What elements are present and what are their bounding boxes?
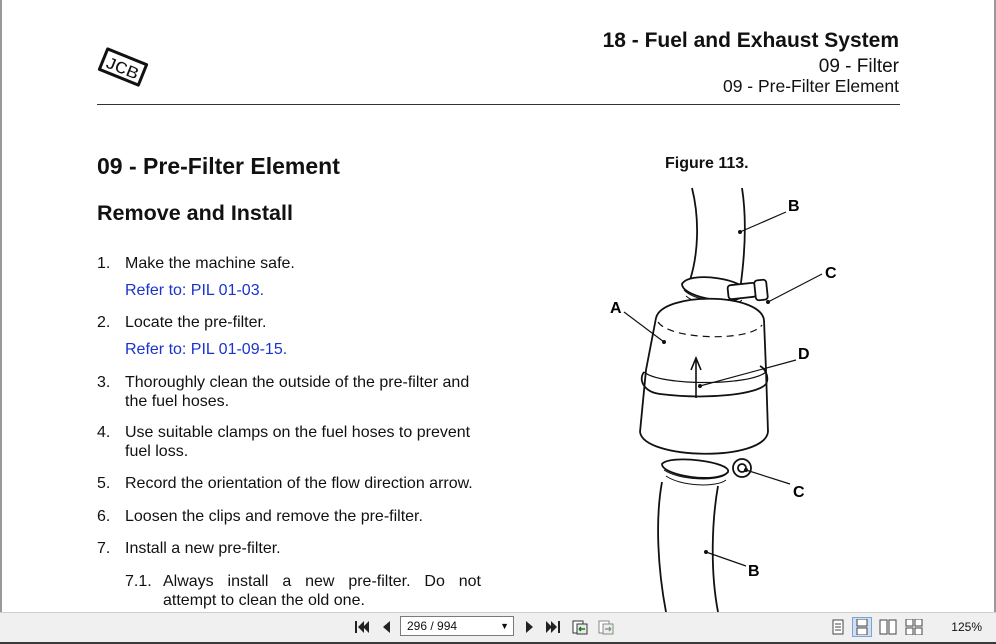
section-title: 09 - Pre-Filter Element	[97, 153, 340, 179]
step-number: 4.	[97, 424, 111, 441]
page-indicator: 296 / 994	[407, 619, 458, 633]
single-page-view-button[interactable]	[828, 617, 848, 637]
step-number: 7.	[97, 540, 111, 557]
step-2-reference-link[interactable]: Refer to: PIL 01-09-15.	[125, 341, 288, 358]
callout-d: D	[798, 346, 810, 363]
viewer-toolbar: 296 / 994 ▼ 125%	[0, 612, 996, 644]
continuous-view-button[interactable]	[852, 617, 872, 637]
step-number: 2.	[97, 314, 111, 331]
lower-hose-right-edge	[711, 485, 719, 612]
callout-a: A	[610, 300, 622, 317]
step-1-reference-link[interactable]: Refer to: PIL 01-03.	[125, 282, 265, 299]
header-subtitle-filter: 09 - Filter	[818, 56, 899, 77]
substep-number: 7.1.	[125, 573, 152, 590]
step-number: 1.	[97, 255, 111, 272]
first-page-button[interactable]	[352, 617, 372, 637]
go-forward-icon	[598, 620, 614, 635]
upper-hose-left-edge	[689, 187, 698, 281]
header-divider	[97, 104, 900, 105]
jcb-logo: JCB	[97, 47, 149, 87]
flow-direction-arrow	[690, 355, 702, 398]
filter-collar	[640, 365, 769, 398]
substep-7-1-text: Always install a new pre-filter. Do not …	[163, 573, 481, 609]
step-5-text: Record the orientation of the flow direc…	[125, 475, 473, 492]
next-page-button[interactable]	[520, 617, 540, 637]
facing-view-button[interactable]	[878, 617, 898, 637]
filter-body-left	[639, 317, 657, 433]
previous-page-button[interactable]	[376, 617, 396, 637]
step-6-text: Loosen the clips and remove the pre-filt…	[125, 508, 423, 525]
go-back-button[interactable]	[570, 617, 590, 637]
step-7-text: Install a new pre-filter.	[125, 540, 281, 557]
filter-body-bottom	[639, 431, 769, 455]
last-page-button[interactable]	[543, 617, 563, 637]
callout-c-top: C	[825, 265, 837, 282]
facing-view-icon	[879, 619, 897, 635]
go-forward-button[interactable]	[596, 617, 616, 637]
lower-clamp-screw	[732, 458, 752, 478]
page-number-select[interactable]: 296 / 994 ▼	[400, 616, 514, 636]
continuous-facing-view-button[interactable]	[904, 617, 924, 637]
header-subtitle-element: 09 - Pre-Filter Element	[722, 76, 899, 96]
callout-b-top: B	[788, 198, 800, 215]
step-2-text: Locate the pre-filter.	[125, 314, 267, 331]
last-page-icon	[546, 621, 560, 633]
chevron-down-icon: ▼	[500, 621, 509, 631]
step-number: 5.	[97, 475, 111, 492]
next-page-icon	[526, 621, 533, 633]
document-page: JCB 18 - Fuel and Exhaust System 09 - Fi…	[0, 0, 996, 612]
go-back-icon	[572, 620, 588, 635]
step-1-text: Make the machine safe.	[125, 255, 295, 272]
page-edge-left	[0, 0, 2, 612]
single-page-view-icon	[832, 619, 844, 635]
filter-body-right	[763, 319, 769, 433]
figure-caption: Figure 113.	[665, 155, 749, 172]
previous-page-icon	[383, 621, 390, 633]
callout-b-bottom: B	[748, 563, 760, 580]
continuous-view-icon	[856, 619, 868, 635]
lower-hose-left-edge	[657, 481, 667, 612]
step-number: 3.	[97, 374, 111, 391]
zoom-level[interactable]: 125%	[951, 620, 982, 634]
pre-filter-figure: A B C D C B	[610, 187, 837, 612]
upper-clamp-screw	[726, 281, 758, 301]
step-number: 6.	[97, 508, 111, 525]
upper-hose-right-edge	[739, 187, 746, 291]
step-4-text: Use suitable clamps on the fuel hoses to…	[125, 424, 471, 460]
filter-body-top	[655, 297, 765, 321]
continuous-facing-view-icon	[905, 619, 923, 635]
first-page-icon	[355, 621, 369, 633]
subsection-title: Remove and Install	[97, 201, 293, 225]
page-edge-right	[994, 0, 996, 612]
step-3-text: Thoroughly clean the outside of the pre-…	[125, 374, 470, 410]
lower-clamp	[661, 458, 729, 479]
callout-c-bottom: C	[793, 484, 805, 501]
header-title: 18 - Fuel and Exhaust System	[602, 29, 899, 52]
